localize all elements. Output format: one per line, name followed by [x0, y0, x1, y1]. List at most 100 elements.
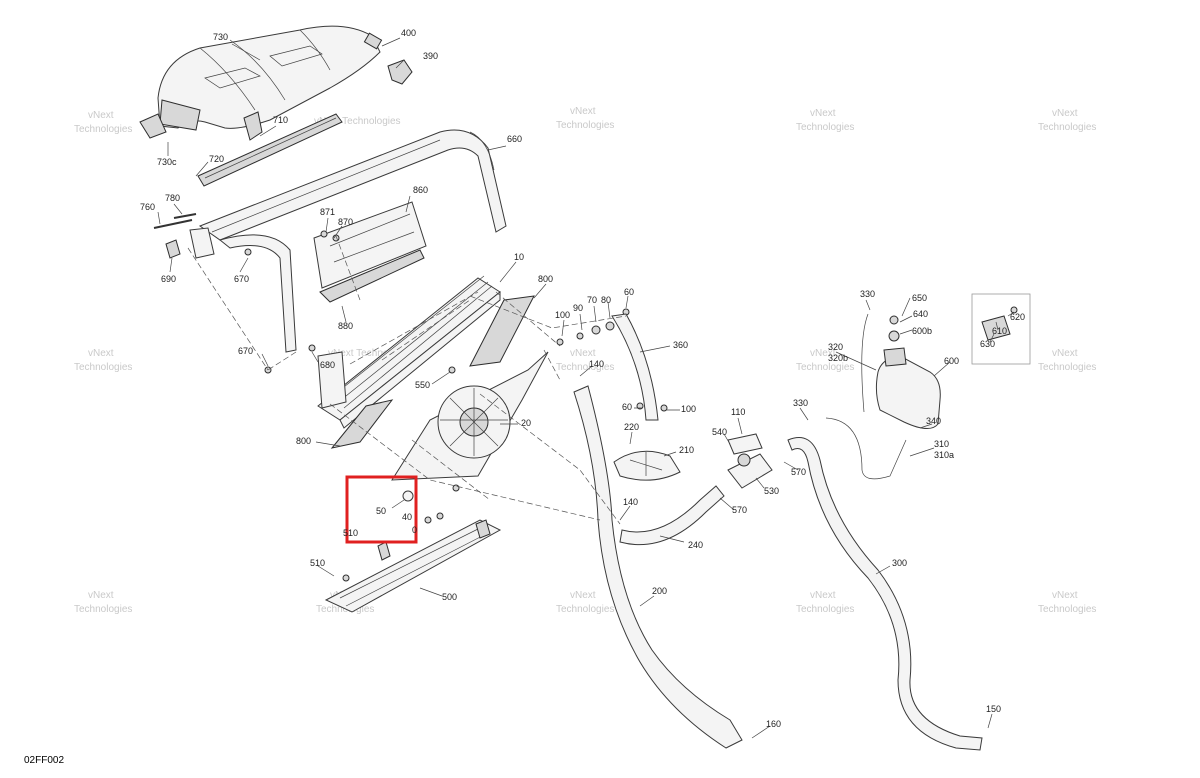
svg-text:Technologies: Technologies — [1038, 362, 1096, 373]
roll-bar-660 — [189, 129, 507, 353]
label-670-mid: 670 — [238, 346, 253, 356]
watermark-inline: vNext Technologies — [328, 348, 415, 359]
watermark: vNext Technologies — [74, 110, 132, 135]
watermark-layer: vNext Technologies vNext Technologies vN… — [74, 106, 1096, 615]
label-680: 680 — [320, 360, 335, 370]
diagram-code: 02FF002 — [24, 755, 64, 766]
label-780: 780 — [165, 193, 180, 203]
svg-text:Technologies: Technologies — [316, 604, 374, 615]
label-140-top: 140 — [589, 359, 604, 369]
label-330-top: 330 — [860, 289, 875, 299]
label-320b: 320b — [828, 353, 848, 363]
clamp-box-620 — [971, 293, 1031, 365]
label-330-mid: 330 — [793, 398, 808, 408]
label-760: 760 — [140, 202, 155, 212]
label-80: 80 — [601, 295, 611, 305]
svg-text:vNext: vNext — [88, 590, 114, 601]
hose-240 — [619, 485, 725, 546]
svg-text:Technologies: Technologies — [74, 124, 132, 135]
label-60-top: 60 — [624, 287, 634, 297]
svg-text:vNext: vNext — [810, 348, 836, 359]
label-730c: 730c — [157, 157, 177, 167]
plate-210 — [613, 450, 681, 481]
watermark: vNext Technologies — [74, 348, 132, 373]
highlighted-part-50 — [391, 490, 414, 509]
label-570-left: 570 — [732, 505, 747, 515]
label-10: 10 — [514, 252, 524, 262]
overflow-tube-330 — [861, 313, 869, 413]
watermark: vNext Technologies — [556, 106, 614, 131]
thermostat-housing-530 — [727, 453, 773, 489]
svg-text:vNext: vNext — [1052, 348, 1078, 359]
label-100-mid: 100 — [681, 404, 696, 414]
label-40: 40 — [402, 512, 412, 522]
fan-assembly-20 — [391, 351, 549, 481]
label-30: 0 — [412, 525, 417, 535]
clip-690 — [165, 239, 181, 259]
label-650: 650 — [912, 293, 927, 303]
svg-text:Technologies: Technologies — [74, 362, 132, 373]
panel-860 — [313, 201, 427, 289]
label-600b: 600b — [912, 326, 932, 336]
label-310: 310 — [934, 439, 949, 449]
label-100-top: 100 — [555, 310, 570, 320]
cap-390 — [387, 59, 413, 85]
mount-bracket-710 — [197, 113, 343, 187]
label-220: 220 — [624, 422, 639, 432]
watermark: vNext Technologies — [1038, 348, 1096, 373]
label-800-left: 800 — [296, 436, 311, 446]
label-360: 360 — [673, 340, 688, 350]
bolt-780 — [173, 213, 197, 219]
label-200: 200 — [652, 586, 667, 596]
label-70: 70 — [587, 295, 597, 305]
svg-text:vNext: vNext — [810, 108, 836, 119]
label-320: 320 — [828, 342, 843, 352]
svg-text:vNext: vNext — [810, 590, 836, 601]
label-240: 240 — [688, 540, 703, 550]
svg-text:Technologies: Technologies — [556, 120, 614, 131]
label-860: 860 — [413, 185, 428, 195]
part-labels: 730 400 390 710 660 730c 720 780 760 871… — [140, 28, 1025, 729]
bolt-760 — [153, 219, 193, 229]
hose-310 — [825, 417, 907, 480]
label-400: 400 — [401, 28, 416, 38]
svg-text:vNext: vNext — [88, 110, 114, 121]
label-710: 710 — [273, 115, 288, 125]
watermark: vNext Technologies — [74, 590, 132, 615]
radiator-10 — [317, 275, 501, 429]
label-50: 50 — [376, 506, 386, 516]
svg-text:vNext: vNext — [1052, 108, 1078, 119]
label-630: 630 — [980, 339, 995, 349]
label-500: 500 — [442, 592, 457, 602]
label-510-low: 510 — [310, 558, 325, 568]
svg-text:Technologies: Technologies — [796, 362, 854, 373]
svg-text:Technologies: Technologies — [1038, 122, 1096, 133]
label-570-right: 570 — [791, 467, 806, 477]
label-110: 110 — [731, 407, 745, 417]
label-871: 871 — [320, 207, 335, 217]
bracket-880 — [319, 249, 425, 303]
shroud-800-left — [330, 399, 394, 449]
svg-text:Technologies: Technologies — [1038, 604, 1096, 615]
svg-text:vNext: vNext — [1052, 590, 1078, 601]
watermark: vNext Technologies — [796, 348, 854, 373]
svg-text:Technologies: Technologies — [556, 362, 614, 373]
label-640: 640 — [913, 309, 928, 319]
label-800-right: 800 — [538, 274, 553, 284]
label-310a: 310a — [934, 450, 954, 460]
label-150: 150 — [986, 704, 1001, 714]
label-140-mid: 140 — [623, 497, 638, 507]
svg-text:Technologies: Technologies — [796, 122, 854, 133]
label-510-mid: 510 — [343, 528, 358, 538]
watermark: vNext Technologies — [556, 590, 614, 615]
label-730: 730 — [213, 32, 228, 42]
hose-300 — [787, 437, 983, 751]
watermark: vNext Technologies — [1038, 108, 1096, 133]
cap-110 — [727, 433, 763, 455]
label-660: 660 — [507, 134, 522, 144]
hood-cover-part — [139, 25, 381, 141]
coolant-reservoir-600 — [875, 315, 941, 429]
upper-hose-360 — [611, 313, 659, 421]
svg-text:vNext: vNext — [88, 348, 114, 359]
